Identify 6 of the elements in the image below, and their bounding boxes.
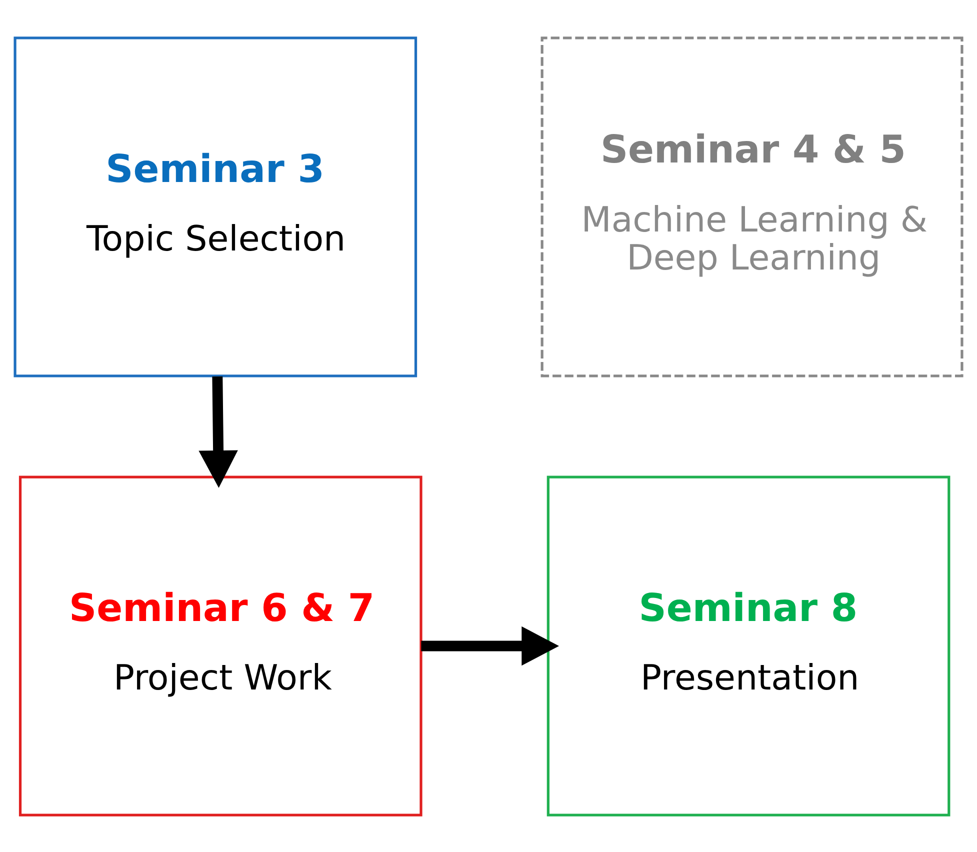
node-box: Seminar 4 & 5 Machine Learning & Deep Learning [540, 36, 964, 377]
node-box: Seminar 6 & 7 Project Work [18, 475, 422, 816]
node-box: Seminar 3 Topic Selection [14, 36, 418, 377]
arrow [198, 376, 238, 488]
node-box: Seminar 8 Presentation [546, 475, 950, 816]
arrow [421, 626, 560, 666]
